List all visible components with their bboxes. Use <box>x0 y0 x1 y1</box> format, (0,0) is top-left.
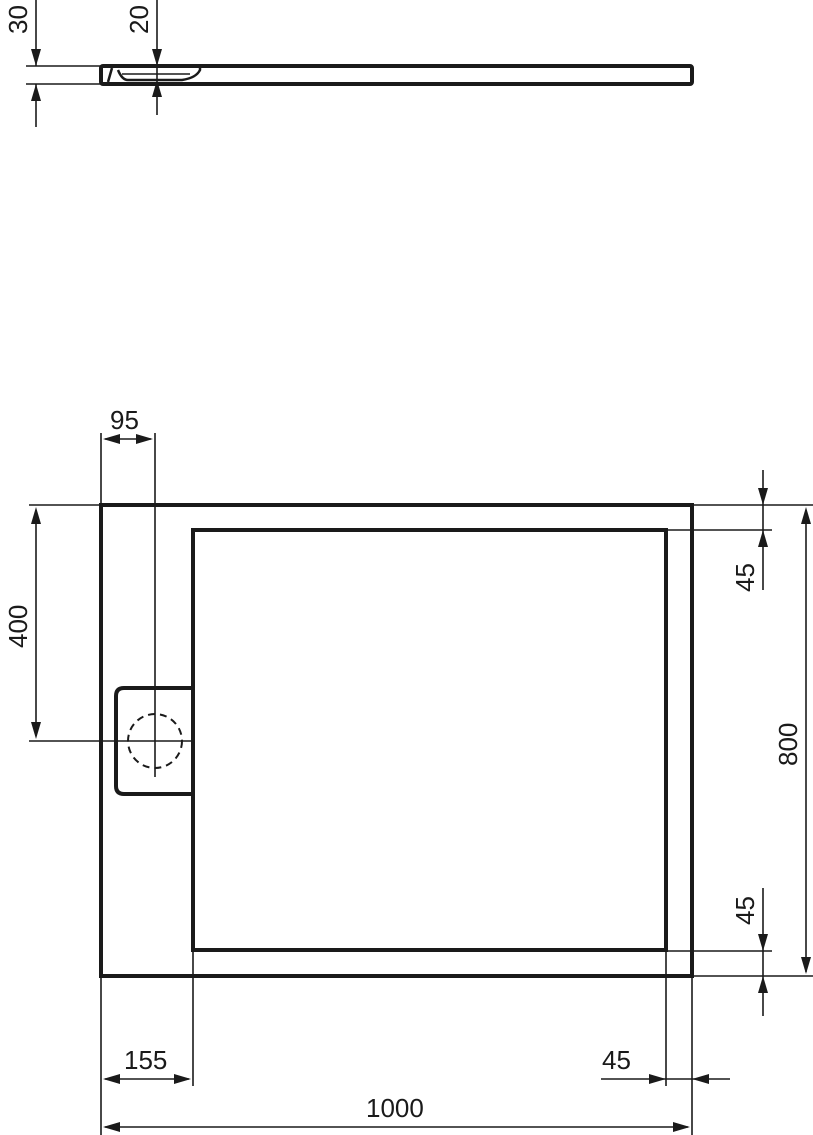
dim-total-height: 30 <box>3 5 33 34</box>
arrow-up-icon <box>758 976 768 993</box>
basin-outline <box>191 528 668 952</box>
dim-drain-from-top: 400 <box>3 605 33 648</box>
dim-top-rim: 45 <box>730 563 760 592</box>
arrow-up-icon <box>758 530 768 547</box>
dim-overall-width: 1000 <box>366 1093 424 1123</box>
dim-right-rim: 45 <box>602 1045 631 1075</box>
arrow-right-icon <box>649 1074 666 1084</box>
arrow-down-icon <box>152 49 162 66</box>
top-view: 95 400 45 800 45 1 <box>3 405 813 1135</box>
dim-left-rim: 155 <box>124 1045 167 1075</box>
dim-drain-height: 20 <box>124 5 154 34</box>
arrow-left-icon <box>103 434 120 444</box>
arrow-right-icon <box>673 1122 690 1132</box>
arrow-down-icon <box>31 722 41 739</box>
tray-side-profile <box>99 64 694 86</box>
arrow-right-icon <box>136 434 153 444</box>
arrow-down-icon <box>758 934 768 951</box>
dim-drain-offset: 95 <box>110 405 139 435</box>
dim-bottom-rim: 45 <box>730 896 760 925</box>
arrow-up-icon <box>801 507 811 524</box>
dim-overall-depth: 800 <box>773 723 803 766</box>
arrow-up-icon <box>152 80 162 97</box>
arrow-left-icon <box>103 1074 120 1084</box>
arrow-up-icon <box>31 507 41 524</box>
arrow-up-icon <box>31 84 41 101</box>
arrow-right-icon <box>174 1074 191 1084</box>
drain-recess-profile <box>106 66 202 83</box>
side-view: 30 20 <box>3 0 694 127</box>
arrow-down-icon <box>758 488 768 505</box>
arrow-left-icon <box>103 1122 120 1132</box>
arrow-left-icon <box>692 1074 709 1084</box>
arrow-down-icon <box>801 957 811 974</box>
arrow-down-icon <box>31 49 41 66</box>
